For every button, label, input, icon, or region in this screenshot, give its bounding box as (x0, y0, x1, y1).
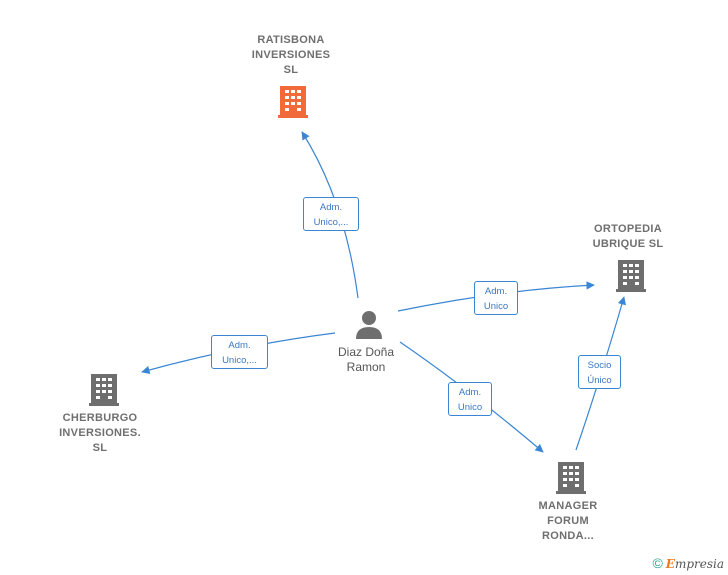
label-line: Ramon (346, 360, 386, 374)
label-line: SL (92, 442, 108, 454)
edge-label-line: Adm. (484, 286, 508, 297)
company-label-ratisbona[interactable]: RATISBONA INVERSIONES SL (231, 33, 351, 78)
edge-label-line: Unico,... (313, 217, 349, 228)
building-icon[interactable] (556, 462, 586, 494)
edge-label-line: Adm. (228, 340, 251, 351)
building-icon[interactable] (278, 86, 308, 118)
edge-label-cherburgo[interactable]: Adm. Unico,... (211, 335, 268, 369)
edge-label-line: Unico (457, 402, 483, 413)
brand-logo: Empresia (666, 557, 724, 571)
edge-label-socio[interactable]: Socio Único (578, 355, 621, 389)
footer-brand: ©Empresia (652, 555, 724, 571)
person-icon[interactable] (356, 311, 382, 339)
company-label-cherburgo[interactable]: CHERBURGO INVERSIONES. SL (45, 411, 155, 456)
label-line: Diaz Doña (337, 345, 395, 359)
edge-label-line: Adm. (458, 387, 482, 398)
edge-label-ratisbona[interactable]: Adm. Unico,... (303, 197, 359, 231)
edge-label-line: Socio (587, 360, 612, 371)
edge-label-manager[interactable]: Adm. Unico (448, 382, 492, 416)
edge-label-ortopedia[interactable]: Adm. Unico (474, 281, 518, 315)
edge-label-line: Adm. (319, 202, 343, 213)
label-line: UBRIQUE SL (592, 238, 664, 250)
label-line: FORUM (547, 515, 589, 527)
label-line: ORTOPEDIA (594, 223, 662, 235)
edge-label-line: Único (587, 375, 612, 386)
copyright-icon: © (652, 555, 663, 571)
edge-label-line: Unico,... (222, 355, 257, 366)
building-icon[interactable] (616, 260, 646, 292)
label-line: INVERSIONES. (59, 427, 141, 439)
brand-initial: E (665, 557, 675, 571)
building-icon[interactable] (89, 374, 119, 406)
label-line: RONDA... (542, 530, 594, 542)
company-label-manager[interactable]: MANAGER FORUM RONDA... (518, 499, 618, 544)
company-label-ortopedia[interactable]: ORTOPEDIA UBRIQUE SL (578, 222, 678, 252)
label-line: SL (283, 64, 299, 76)
person-label[interactable]: Diaz Doña Ramon (316, 345, 416, 375)
label-line: MANAGER (538, 500, 598, 512)
label-line: RATISBONA (257, 34, 325, 46)
brand-rest: mpresia (674, 557, 724, 571)
label-line: CHERBURGO (62, 412, 138, 424)
edge-label-line: Unico (483, 301, 509, 312)
label-line: INVERSIONES (251, 49, 331, 61)
